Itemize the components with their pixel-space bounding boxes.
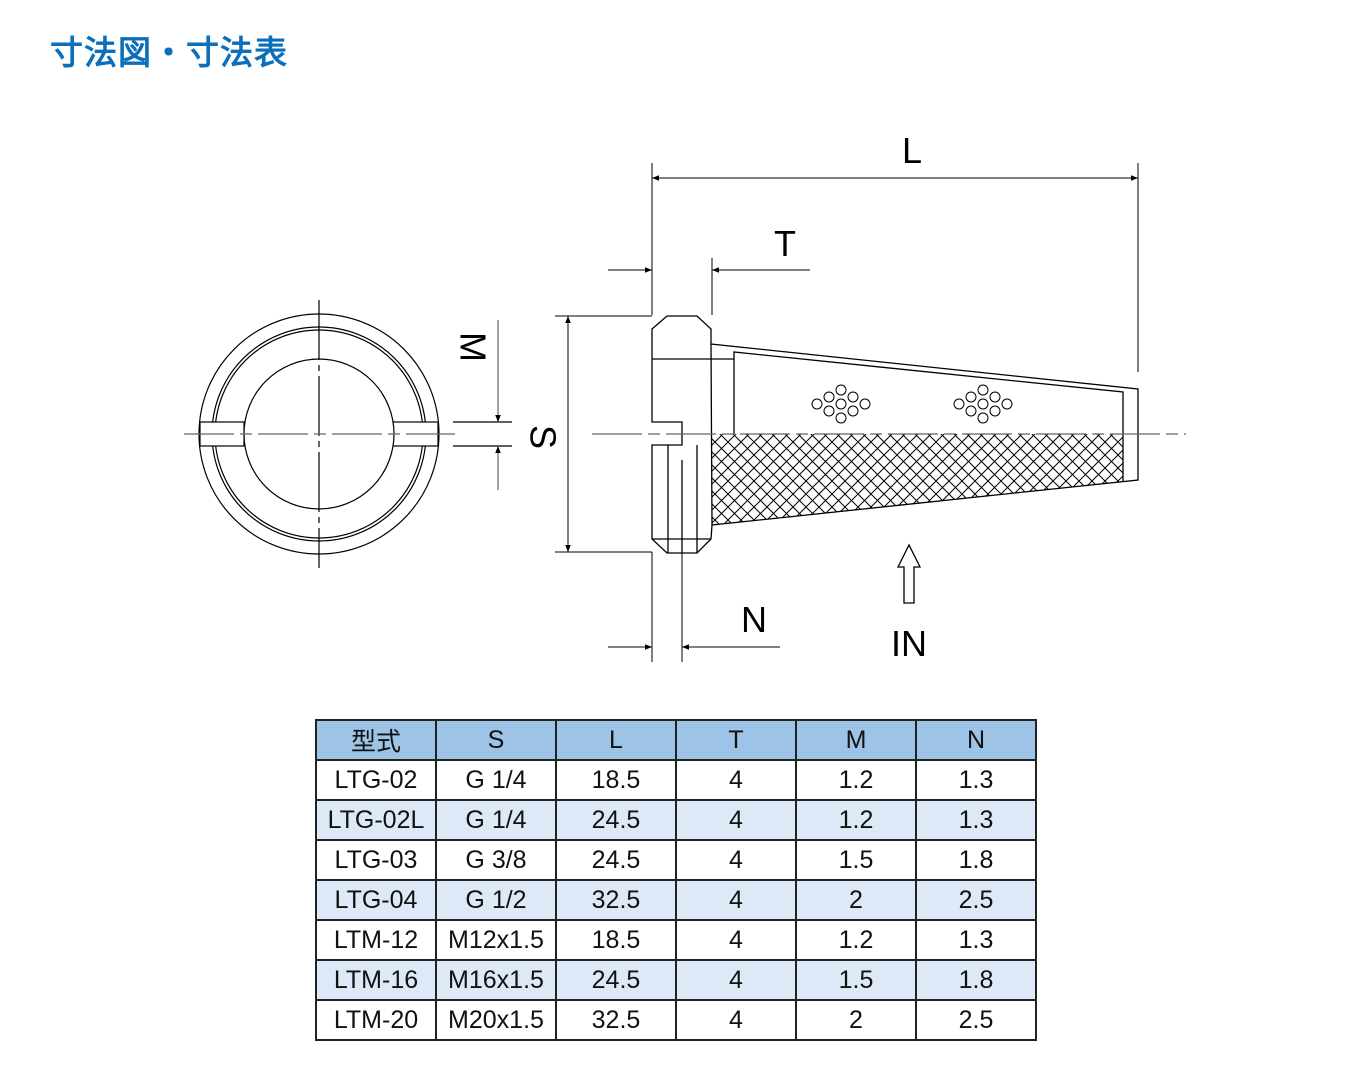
inflow-label: IN (891, 623, 927, 664)
cell: M12x1.5 (435, 919, 557, 961)
cell: 18.5 (555, 759, 677, 801)
cell: 1.5 (795, 959, 917, 1001)
cell: 1.8 (915, 839, 1037, 881)
cell: 4 (675, 839, 797, 881)
cell: 1.2 (795, 759, 917, 801)
cell: LTG-02 (315, 759, 437, 801)
cell: 2 (795, 999, 917, 1041)
cell: 2.5 (915, 999, 1037, 1041)
cell: G 3/8 (435, 839, 557, 881)
cell: LTM-12 (315, 919, 437, 961)
dimension-label-s: S (522, 425, 563, 449)
dimension-drawing: M S (184, 130, 1186, 664)
cell: 24.5 (555, 839, 677, 881)
cell: 18.5 (555, 919, 677, 961)
header-s: S (435, 719, 557, 761)
table-header-row: 型式 S L T M N (315, 719, 1037, 761)
page-title: 寸法図・寸法表 (50, 33, 288, 72)
cell: G 1/4 (435, 759, 557, 801)
header-t: T (675, 719, 797, 761)
vent-holes (811, 384, 1013, 424)
cell: LTG-04 (315, 879, 437, 921)
cell: 4 (675, 759, 797, 801)
cell: 24.5 (555, 799, 677, 841)
cell: 4 (675, 799, 797, 841)
dimension-label-m: M (452, 332, 493, 362)
cell: M20x1.5 (435, 999, 557, 1041)
dimension-label-t: T (774, 223, 796, 264)
cell: 1.3 (915, 759, 1037, 801)
cell: 4 (675, 879, 797, 921)
cell: M16x1.5 (435, 959, 557, 1001)
cell: 1.2 (795, 919, 917, 961)
cell: 1.2 (795, 799, 917, 841)
header-m: M (795, 719, 917, 761)
cell: 1.3 (915, 919, 1037, 961)
cell: 2 (795, 879, 917, 921)
header-l: L (555, 719, 677, 761)
cell: 4 (675, 999, 797, 1041)
dimension-label-n: N (741, 599, 767, 640)
cell: 32.5 (555, 999, 677, 1041)
dimension-label-l: L (902, 130, 922, 171)
cell: G 1/2 (435, 879, 557, 921)
cell: 4 (675, 959, 797, 1001)
cell: 24.5 (555, 959, 677, 1001)
cell: LTM-20 (315, 999, 437, 1041)
inflow-arrow-icon (896, 543, 922, 604)
cell: LTM-16 (315, 959, 437, 1001)
side-view (555, 163, 1186, 662)
cell: 1.8 (915, 959, 1037, 1001)
cell: LTG-03 (315, 839, 437, 881)
front-view (184, 300, 512, 568)
cell: 2.5 (915, 879, 1037, 921)
cell: 4 (675, 919, 797, 961)
cell: 1.5 (795, 839, 917, 881)
header-model: 型式 (315, 719, 437, 761)
header-n: N (915, 719, 1037, 761)
cell: G 1/4 (435, 799, 557, 841)
cell: 32.5 (555, 879, 677, 921)
cell: LTG-02L (315, 799, 437, 841)
cell: 1.3 (915, 799, 1037, 841)
